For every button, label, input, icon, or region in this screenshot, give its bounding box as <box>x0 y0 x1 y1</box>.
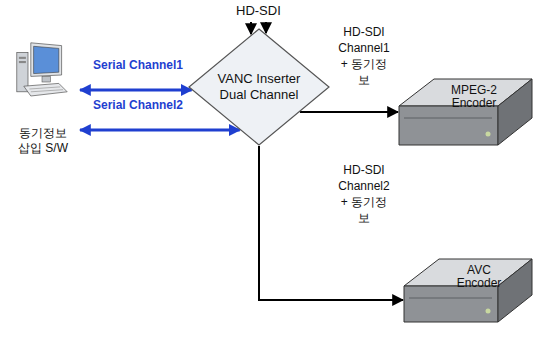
edge-label: Serial Channel2 <box>88 98 188 112</box>
node-text: AVC Encoder <box>449 264 509 290</box>
node-text: MPEG-2 Encoder <box>444 84 504 110</box>
encoder-box: AVC Encoder <box>403 258 533 323</box>
signal-line <box>259 146 403 300</box>
serial-link <box>80 89 192 92</box>
edge-label: HD-SDI Channel2 + 동기정보 <box>336 162 392 226</box>
node-text: 동기정보 삽입 S/W <box>12 126 74 156</box>
edge-label: Serial Channel1 <box>88 58 188 72</box>
encoder-box: MPEG-2 Encoder <box>398 78 533 146</box>
edge-label: HD-SDI Channel1 + 동기정보 <box>336 24 392 88</box>
signal-label: HD-SDI <box>236 3 281 18</box>
computer-icon <box>4 40 80 124</box>
node-text: VANC Inserter Dual Channel <box>217 71 301 103</box>
inserter-diamond: VANC Inserter Dual Channel <box>188 28 330 146</box>
computer-node: 동기정보 삽입 S/W <box>4 40 80 160</box>
serial-link <box>80 129 240 132</box>
signal-line <box>300 111 398 113</box>
